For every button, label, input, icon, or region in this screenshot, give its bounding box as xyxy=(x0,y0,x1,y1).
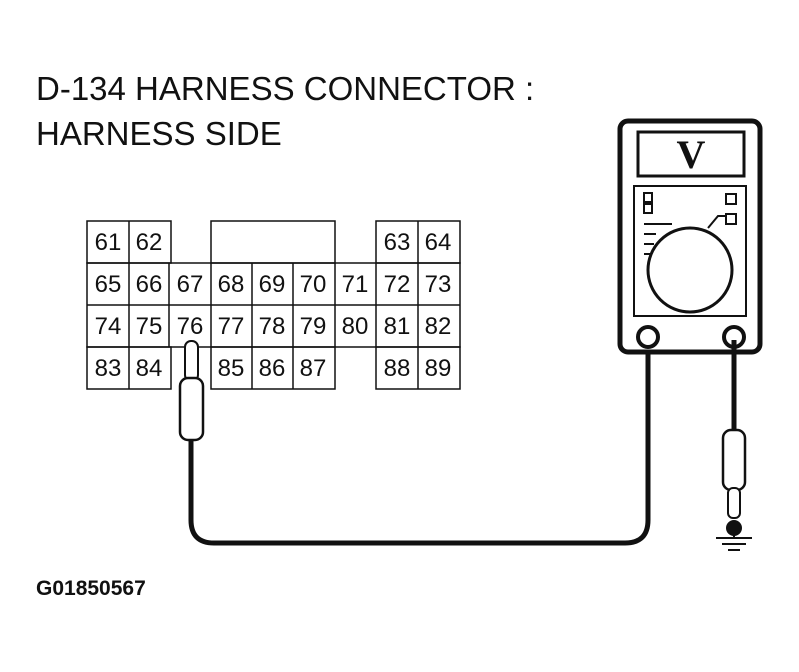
terminal-86: 86 xyxy=(259,355,286,382)
terminal-61: 61 xyxy=(95,229,122,256)
terminal-83: 83 xyxy=(95,355,122,382)
figure-code: G01850567 xyxy=(36,577,146,600)
terminal-78: 78 xyxy=(259,313,286,340)
terminal-74: 74 xyxy=(95,313,122,340)
terminal-81: 81 xyxy=(384,313,411,340)
diagram-title-line2: HARNESS SIDE xyxy=(36,115,282,152)
terminal-85: 85 xyxy=(218,355,245,382)
terminal-68: 68 xyxy=(218,271,245,298)
terminal-67: 67 xyxy=(177,271,204,298)
terminal-77: 77 xyxy=(218,313,245,340)
terminal-72: 72 xyxy=(384,271,411,298)
terminal-88: 88 xyxy=(384,355,411,382)
connector-center-key xyxy=(210,220,336,264)
diagram-title-line1: D-134 HARNESS CONNECTOR : xyxy=(36,70,535,107)
jack-positive xyxy=(636,325,660,349)
terminal-80: 80 xyxy=(342,313,369,340)
terminal-87: 87 xyxy=(300,355,327,382)
connector-terminals: 61 62 63 64 65 66 67 68 69 70 71 72 73 74 75 76 77 78 79 80… xyxy=(95,229,452,382)
connector xyxy=(86,220,461,390)
terminal-63: 63 xyxy=(384,229,411,256)
terminal-69: 69 xyxy=(259,271,286,298)
terminal-79: 79 xyxy=(300,313,327,340)
meter-display xyxy=(636,130,746,178)
connector-center-bottom xyxy=(210,346,336,390)
probe-positive xyxy=(178,340,205,442)
multimeter: V xyxy=(617,118,763,355)
test-lead-positive xyxy=(188,340,651,546)
terminal-84: 84 xyxy=(136,355,163,382)
terminal-66: 66 xyxy=(136,271,163,298)
terminal-76: 76 xyxy=(177,313,204,340)
ground-symbol xyxy=(716,528,752,551)
meter-symbol: V xyxy=(677,132,706,177)
probe-negative xyxy=(721,428,747,536)
terminal-65: 65 xyxy=(95,271,122,298)
selector-dial xyxy=(646,226,734,314)
terminal-64: 64 xyxy=(425,229,452,256)
terminal-71: 71 xyxy=(342,271,369,298)
terminal-62: 62 xyxy=(136,229,163,256)
terminal-70: 70 xyxy=(300,271,327,298)
terminal-82: 82 xyxy=(425,313,452,340)
terminal-75: 75 xyxy=(136,313,163,340)
terminal-73: 73 xyxy=(425,271,452,298)
terminal-89: 89 xyxy=(425,355,452,382)
